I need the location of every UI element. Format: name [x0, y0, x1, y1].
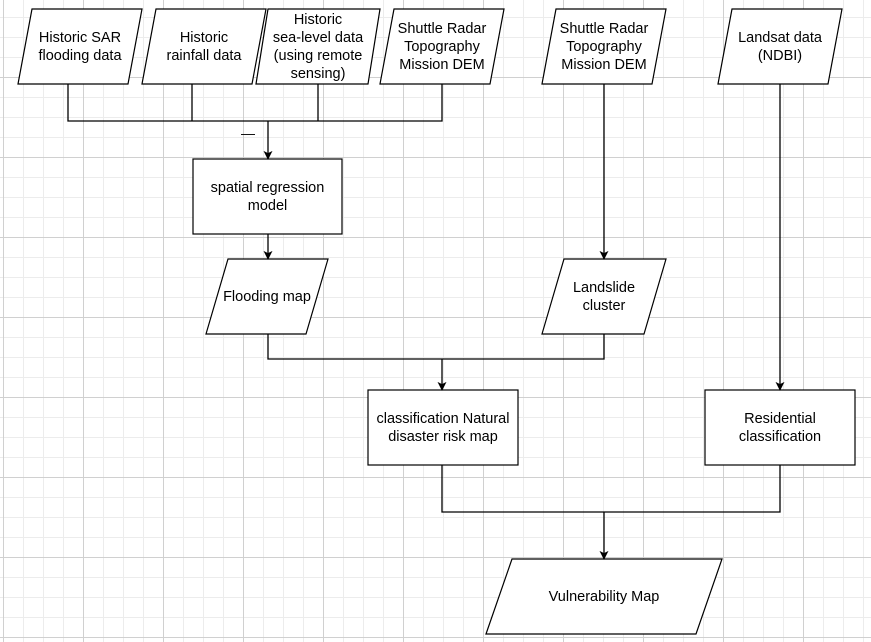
node-flooding-shape[interactable]	[205, 258, 329, 335]
node-vulnerability-shape[interactable]	[485, 558, 723, 635]
node-landsat-shape[interactable]	[717, 8, 843, 85]
node-landslide-shape[interactable]	[541, 258, 667, 335]
node-rainfall-shape[interactable]	[141, 8, 267, 85]
node-srtm1-shape[interactable]	[379, 8, 505, 85]
edge-final-merge[interactable]	[441, 465, 781, 513]
node-srtm2-shape[interactable]	[541, 8, 667, 85]
edge-inputs-merge[interactable]	[67, 84, 443, 122]
edge-hazards-merge[interactable]	[267, 334, 605, 360]
edge-label-mark: —	[241, 125, 255, 141]
node-risk-shape[interactable]	[367, 389, 519, 466]
node-sealevel-shape[interactable]	[255, 8, 381, 85]
node-sar-shape[interactable]	[17, 8, 143, 85]
node-regression-shape[interactable]	[192, 158, 343, 235]
node-residential-shape[interactable]	[704, 389, 856, 466]
